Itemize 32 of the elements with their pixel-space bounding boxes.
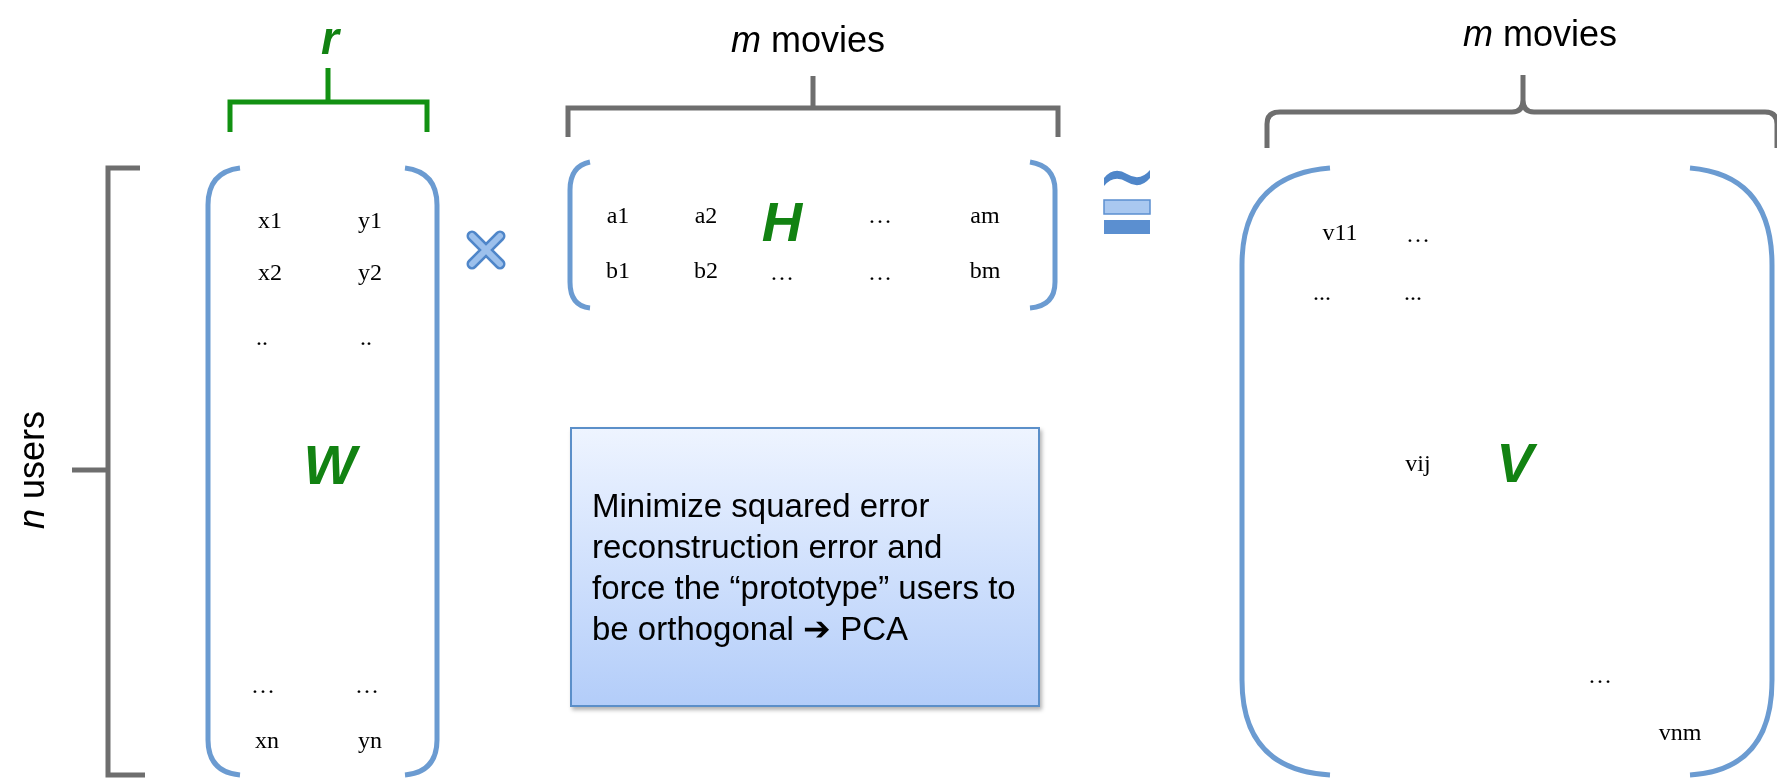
matrix-entry: … bbox=[1588, 663, 1612, 687]
matrix-entry: y2 bbox=[358, 260, 382, 284]
matrix-entry: … bbox=[868, 260, 892, 284]
matrix-entry: xn bbox=[255, 728, 279, 752]
matrix-entry: a1 bbox=[606, 203, 630, 227]
dimension-label: n users bbox=[14, 410, 50, 530]
matrix-entry: v11 bbox=[1322, 220, 1358, 244]
matrix-entry: .. bbox=[360, 325, 372, 349]
matrix-entry: … bbox=[251, 673, 275, 697]
matrix-entry: … bbox=[355, 673, 379, 697]
matrix-symbol: H bbox=[761, 194, 803, 250]
note-box: Minimize squared error reconstruction error and force the “prototype” users to be orthogonal ➔ PCA bbox=[570, 427, 1040, 707]
dimension-label: m movies bbox=[731, 22, 885, 58]
dimension-label: r bbox=[321, 15, 339, 61]
matrix-entry: yn bbox=[358, 728, 382, 752]
matrix-entry: ... bbox=[1313, 280, 1331, 304]
matrix-entry: vij bbox=[1405, 451, 1431, 475]
matrix-entry: … bbox=[1406, 222, 1430, 246]
matrix-entry: .. bbox=[256, 325, 268, 349]
matrix-entry: bm bbox=[969, 258, 1001, 282]
matrix-entry: … bbox=[770, 260, 794, 284]
matrix-entry: vnm bbox=[1658, 720, 1702, 744]
matrix-entry: b1 bbox=[606, 258, 630, 282]
matrix-entry: x1 bbox=[258, 208, 282, 232]
matrix-entry: x2 bbox=[258, 260, 282, 284]
matrix-entry: ... bbox=[1404, 280, 1422, 304]
dimension-label: m movies bbox=[1463, 16, 1617, 52]
matrix-entry: b2 bbox=[694, 258, 718, 282]
matrix-entry: y1 bbox=[358, 208, 382, 232]
matrix-entry: am bbox=[970, 203, 1000, 227]
matrix-entry: … bbox=[868, 203, 892, 227]
matrix-entry: a2 bbox=[694, 203, 718, 227]
